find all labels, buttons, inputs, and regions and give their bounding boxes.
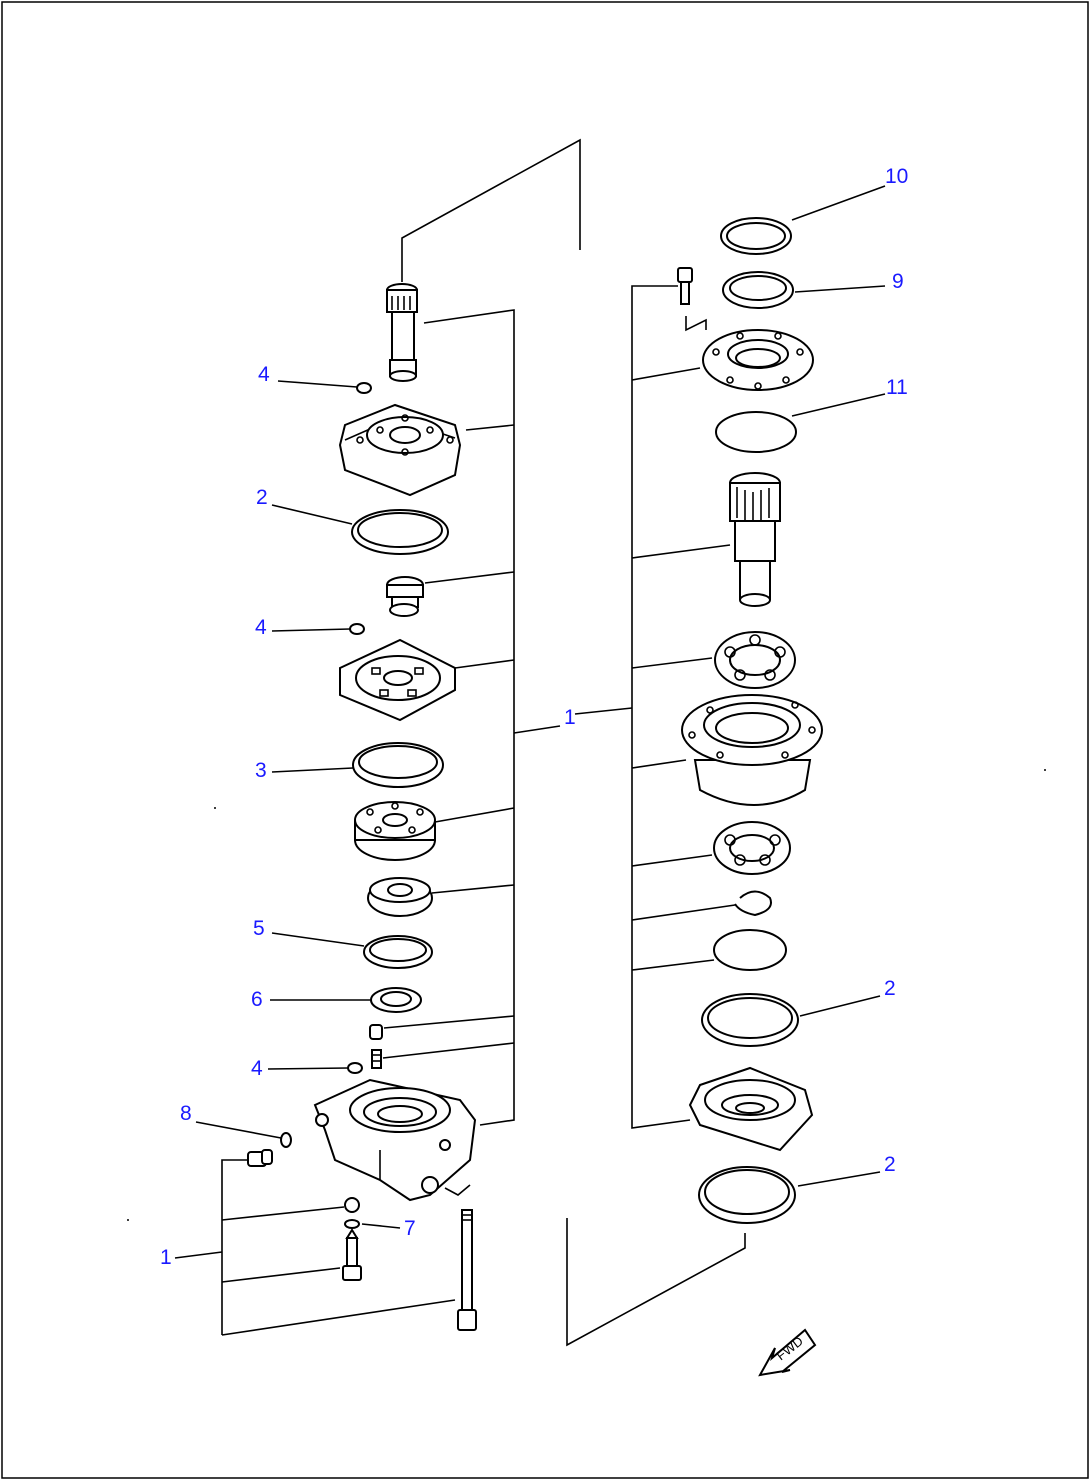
end-cover-plate [338, 403, 462, 497]
callout-2-right-upper: 2 [884, 977, 896, 1000]
check-ball [344, 1197, 360, 1213]
callout-1-center: 1 [564, 706, 576, 729]
flange-housing [681, 694, 823, 806]
callout-2-left: 2 [256, 486, 268, 509]
relief-valve [342, 1228, 362, 1281]
output-shaft [729, 472, 781, 607]
splined-shaft-left [386, 283, 418, 382]
o-ring-part-11 [715, 411, 797, 453]
snap-ring [734, 890, 772, 917]
callout-4-bottom: 4 [251, 1057, 263, 1080]
cover-bolt [677, 267, 693, 305]
ring-part-9 [722, 271, 794, 309]
shaft-top-bracket [401, 138, 581, 282]
callout-2-right-lower: 2 [884, 1153, 896, 1176]
callout-1-left: 1 [160, 1246, 172, 1269]
long-bolt [457, 1209, 477, 1331]
bracket-left-assembly-1 [221, 1159, 248, 1335]
ring-part-3 [352, 742, 444, 788]
steel-ball-part-4-bottom [347, 1062, 363, 1074]
callout-6: 6 [251, 988, 263, 1011]
cylinder-block [354, 801, 436, 861]
valve-plate [339, 638, 456, 722]
steel-ball-part-4-top [356, 382, 372, 394]
ring-part-6 [370, 987, 422, 1013]
bracket-right-assembly-1 [631, 285, 691, 1129]
callout-10: 10 [885, 165, 908, 188]
callout-9: 9 [892, 270, 904, 293]
callout-11: 11 [886, 376, 908, 399]
end-cap [688, 1066, 814, 1152]
callout-3: 3 [255, 759, 267, 782]
ball-bearing-lower [713, 821, 791, 875]
callout-7: 7 [404, 1217, 416, 1240]
seal-ring-part-2-right-upper [701, 993, 799, 1047]
flange-cover [702, 329, 814, 391]
o-ring-part-8 [280, 1132, 292, 1148]
seal-ring-part-2-left [351, 509, 449, 555]
forward-direction-arrow: FWD [758, 1328, 817, 1377]
drain-plug [247, 1149, 273, 1167]
callout-5: 5 [253, 917, 265, 940]
callout-4-middle: 4 [255, 616, 267, 639]
o-ring-lower [713, 929, 787, 971]
retainer-plate [367, 877, 433, 917]
bolt-break-mark [685, 316, 707, 332]
spool [386, 576, 424, 617]
o-ring-part-7 [344, 1219, 360, 1229]
ring-part-5 [363, 935, 433, 969]
steel-ball-part-4-middle [349, 623, 365, 635]
housing-tie-mark [444, 1184, 471, 1196]
pin [369, 1024, 383, 1040]
bracket-center-assembly-1 [423, 309, 515, 1126]
spring [371, 1049, 382, 1069]
motor-housing [313, 1078, 477, 1202]
ring-part-10 [720, 217, 792, 255]
callout-4-top: 4 [258, 363, 270, 386]
callout-8: 8 [180, 1102, 192, 1125]
bottom-return-bracket [566, 1218, 746, 1347]
seal-ring-part-2-right-lower [698, 1166, 796, 1224]
ball-bearing-upper [714, 631, 796, 689]
